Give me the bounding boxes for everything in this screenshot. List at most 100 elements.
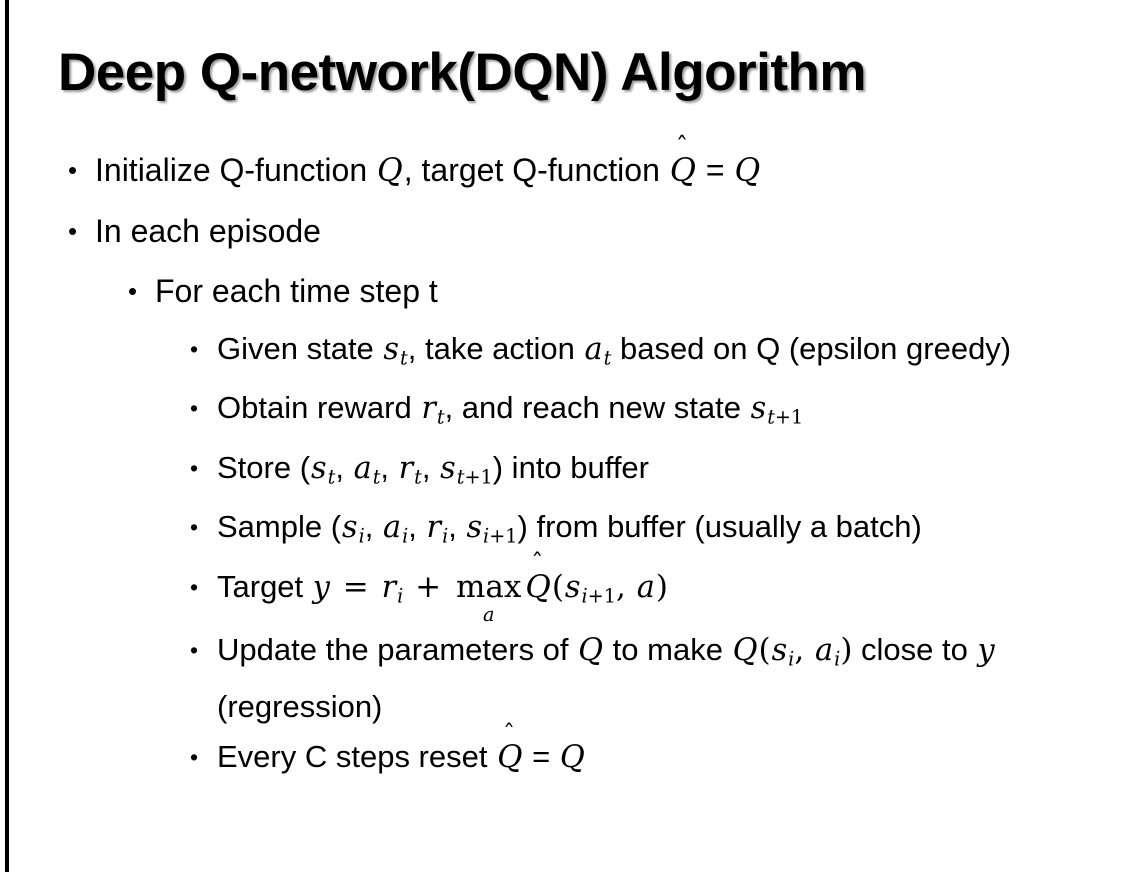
math-subscript: t bbox=[327, 465, 336, 489]
bullet-text: For each time step t bbox=[155, 267, 1060, 315]
bullet-item: •Initialize Q-function Q, target Q-funct… bbox=[0, 131, 1124, 195]
bullet-text: Update the parameters of Q to make Q(si,… bbox=[217, 626, 1097, 731]
math-variable-with-subscript: st+1 bbox=[750, 390, 804, 428]
text-run: = bbox=[523, 739, 559, 775]
math-variable: s bbox=[750, 391, 767, 427]
bullet-item: • For each time step t bbox=[0, 267, 1124, 315]
bullet-item: •Obtain reward rt, and reach new state s… bbox=[0, 384, 1124, 441]
math-variable: s bbox=[771, 632, 788, 668]
math-subscript: t+1 bbox=[767, 405, 804, 429]
bullet-text: Given state st, take action at based on … bbox=[217, 325, 1097, 382]
math-subscript: i bbox=[834, 647, 841, 671]
math-variable-with-subscript: si bbox=[341, 509, 365, 547]
text-run: , bbox=[448, 509, 466, 545]
math-variable: r bbox=[426, 510, 442, 546]
bullet-point-icon: • bbox=[190, 636, 199, 663]
math-variable: y bbox=[312, 569, 330, 605]
math-subscript: t bbox=[436, 405, 445, 429]
text-run: = bbox=[696, 152, 734, 188]
text-run: For each time step t bbox=[155, 273, 438, 309]
text-run: Update the parameters of bbox=[217, 631, 578, 667]
hat-accent-icon: ˆ bbox=[531, 549, 544, 578]
text-run: , take action bbox=[407, 331, 584, 366]
math-variable-with-subscript: ri bbox=[426, 509, 449, 547]
math-subscript: t bbox=[400, 346, 408, 370]
math-variable-with-subscript: si+1 bbox=[564, 569, 616, 607]
text-run: , target Q-function bbox=[403, 152, 669, 188]
text-run: ) into buffer bbox=[492, 449, 649, 485]
bullet-text: Initialize Q-function Q, target Q-functi… bbox=[95, 131, 1000, 195]
bullet-text: In each episode bbox=[95, 207, 1000, 255]
math-operator-name: max bbox=[456, 568, 522, 605]
math-symbol: ) bbox=[655, 568, 668, 605]
math-variable-with-subscript: rt bbox=[420, 390, 444, 428]
math-variable: a bbox=[584, 332, 603, 367]
math-subscript: i+1 bbox=[483, 524, 518, 548]
math-operator: = bbox=[332, 568, 379, 605]
math-variable: a bbox=[815, 632, 834, 668]
math-variable: s bbox=[383, 332, 400, 367]
bullet-text: Sample (si, ai, ri, si+1) from buffer (u… bbox=[217, 503, 1097, 560]
text-run: , bbox=[335, 449, 353, 485]
bullet-point-icon: • bbox=[190, 514, 199, 541]
math-variable: Q bbox=[734, 153, 761, 189]
math-symbol: ) bbox=[840, 631, 853, 668]
hat-accent-icon: ˆ bbox=[675, 131, 689, 161]
bullet-point-icon: • bbox=[190, 744, 199, 771]
text-run: , bbox=[421, 449, 440, 485]
math-symbol: , bbox=[794, 631, 815, 668]
math-variable-with-subscript: si bbox=[771, 632, 795, 671]
math-variable: s bbox=[311, 450, 327, 486]
bullet-item: • Given state st, take action at based on… bbox=[0, 325, 1124, 382]
bullet-point-icon: • bbox=[190, 573, 199, 600]
math-operator: + bbox=[405, 568, 452, 605]
math-variable: Q bbox=[377, 153, 403, 189]
math-variable-with-subscript: st bbox=[310, 450, 336, 489]
math-subscript: i bbox=[788, 647, 795, 671]
text-run: , bbox=[380, 449, 398, 485]
text-run: , bbox=[364, 509, 383, 545]
math-variable: Q bbox=[732, 632, 758, 668]
text-run: Obtain reward bbox=[217, 390, 421, 426]
math-variable-with-subscript: ai bbox=[382, 509, 408, 547]
math-variable: r bbox=[381, 569, 397, 605]
math-variable-with-subscript: ai bbox=[814, 632, 841, 671]
text-run: ) from buffer (usually a batch) bbox=[517, 509, 922, 545]
text-run: Every C steps reset bbox=[217, 739, 497, 775]
math-subscript: i bbox=[358, 524, 365, 548]
math-variable-with-subscript: si+1 bbox=[465, 509, 517, 547]
math-variable: Q bbox=[559, 740, 585, 776]
page-title: Deep Q-network(DQN) Algorithm bbox=[58, 43, 866, 102]
math-variable-with-subscript: rt bbox=[398, 450, 422, 488]
math-subscript: i bbox=[442, 524, 449, 548]
math-subscript: t+1 bbox=[456, 465, 493, 489]
math-variable: r bbox=[398, 450, 414, 486]
text-run: (regression) bbox=[217, 689, 383, 725]
text-run: Given state bbox=[217, 331, 383, 366]
text-run: In each episode bbox=[95, 213, 321, 249]
bullet-text: Store (st, at, rt, st+1) into buffer bbox=[217, 444, 1097, 501]
math-variable: a bbox=[636, 569, 655, 605]
text-run: , and reach new state bbox=[444, 390, 750, 426]
math-variable-with-subscript: at bbox=[353, 450, 381, 488]
text-run: close to bbox=[852, 631, 977, 667]
bullet-item: •In each episode bbox=[0, 207, 1124, 255]
bullet-item: •Store (st, at, rt, st+1) into buffer bbox=[0, 444, 1124, 501]
text-run: based on Q (epsilon greedy) bbox=[611, 331, 1012, 366]
hat-accent-icon: ˆ bbox=[502, 719, 516, 748]
bullet-point-icon: • bbox=[190, 336, 199, 362]
bullet-point-icon: • bbox=[128, 276, 138, 306]
math-variable-with-subscript: at bbox=[584, 331, 612, 369]
bullet-point-icon: • bbox=[190, 454, 199, 481]
math-variable-with-subscript: ri bbox=[381, 569, 404, 607]
left-edge-rule bbox=[5, 0, 9, 872]
math-variable: r bbox=[421, 391, 436, 427]
math-variable: a bbox=[383, 510, 402, 546]
math-variable: a bbox=[353, 450, 372, 486]
math-symbol: , bbox=[615, 568, 636, 605]
